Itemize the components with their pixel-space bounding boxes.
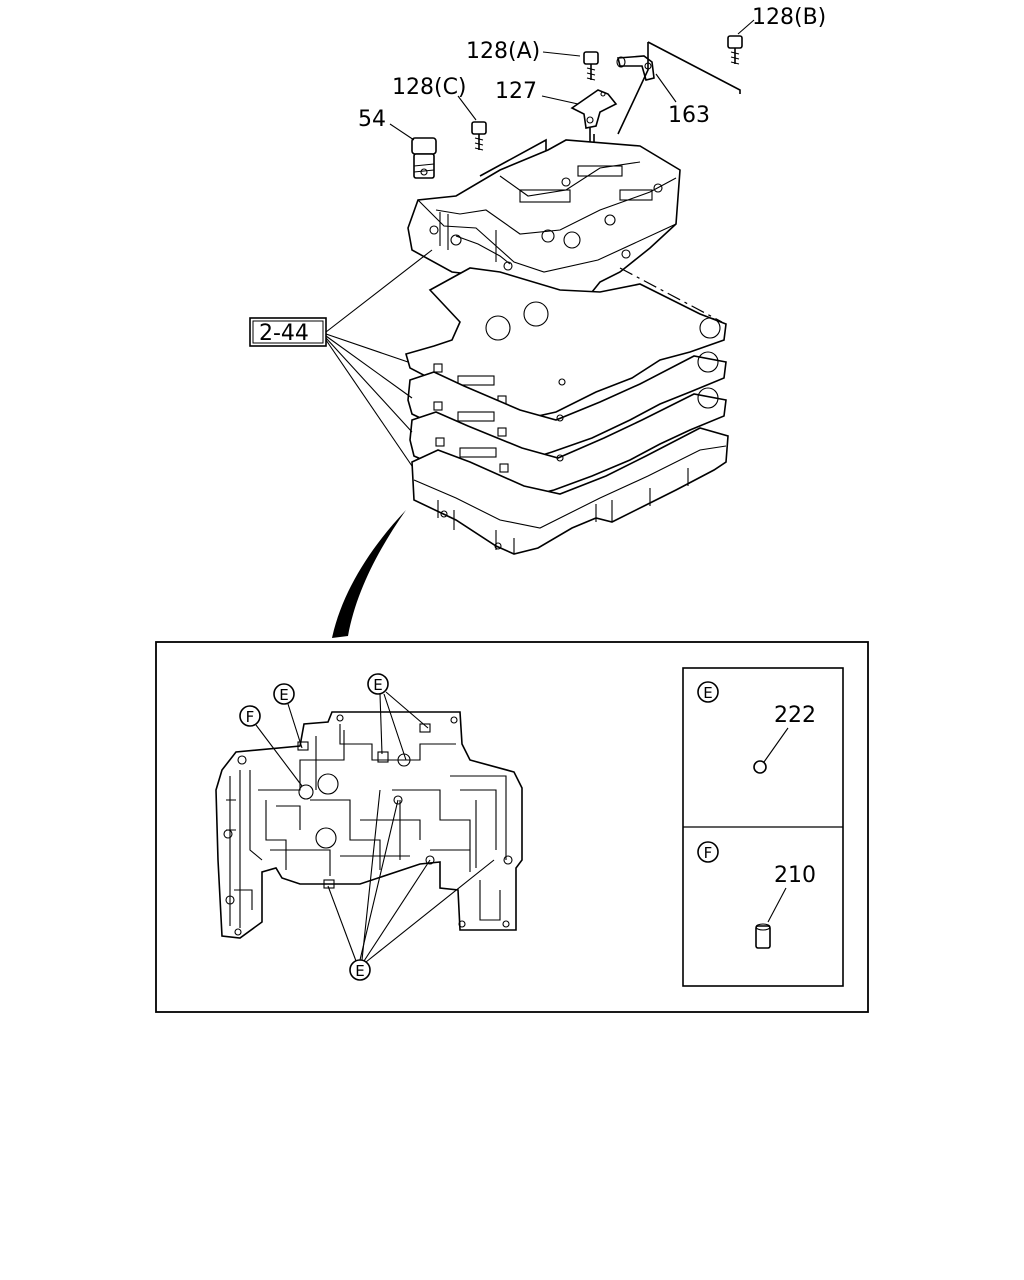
gasket-plate-1 xyxy=(405,267,727,421)
legend-e-part-number: 222 xyxy=(774,703,816,728)
svg-text:F: F xyxy=(246,708,255,726)
callout-54: 54 xyxy=(358,107,386,132)
legend-f-part-number: 210 xyxy=(774,863,816,888)
bracket-line-163 xyxy=(647,41,741,94)
leaders-2-44 xyxy=(325,249,433,467)
svg-text:E: E xyxy=(279,686,288,704)
upper-valve-body xyxy=(407,139,681,301)
leader-f-plate xyxy=(255,724,303,787)
leader-128a xyxy=(542,51,581,57)
svg-text:E: E xyxy=(703,684,712,702)
ball-222 xyxy=(753,760,767,774)
bracket-line-163b xyxy=(617,42,649,135)
callout-128a: 128(A) xyxy=(466,39,540,64)
leader-127 xyxy=(541,95,579,105)
pin-210 xyxy=(755,923,771,949)
marker-e-top-right: E xyxy=(367,673,389,695)
callout-128b: 128(B) xyxy=(752,5,826,30)
marker-e-top-left: E xyxy=(273,683,295,705)
svg-text:F: F xyxy=(704,844,713,862)
callout-127: 127 xyxy=(495,79,537,104)
zoom-arrow xyxy=(332,510,406,638)
legend-box xyxy=(682,667,844,987)
leaders-e-bottom xyxy=(327,789,495,963)
legend-f-marker: F xyxy=(697,841,719,863)
svg-text:E: E xyxy=(355,962,364,980)
bolt-128b xyxy=(727,35,743,65)
plate-detail xyxy=(215,711,523,939)
callout-163: 163 xyxy=(668,103,710,128)
marker-e-bottom: E xyxy=(349,959,371,981)
callout-2-44: 2-44 xyxy=(259,321,309,346)
bolt-128a xyxy=(583,51,599,81)
reference-box-2-44: 2-44 xyxy=(249,317,327,347)
bracket-127 xyxy=(570,89,618,129)
leader-128c xyxy=(457,95,477,121)
leader-210 xyxy=(767,887,787,923)
svg-text:E: E xyxy=(373,676,382,694)
detail-frame xyxy=(155,641,869,1013)
leader-128b xyxy=(737,19,755,35)
leader-e-top-left xyxy=(287,703,303,749)
leaders-e-top-right xyxy=(379,691,429,761)
align-line-right xyxy=(619,267,723,323)
sensor-54 xyxy=(411,137,437,179)
marker-f-plate: F xyxy=(239,705,261,727)
callout-128c: 128(C) xyxy=(392,75,467,100)
leader-54 xyxy=(389,123,415,141)
leader-163 xyxy=(655,73,677,103)
legend-e-marker: E xyxy=(697,681,719,703)
bolt-128c xyxy=(471,121,487,151)
lower-valve-body xyxy=(411,427,729,555)
leader-222 xyxy=(763,727,789,763)
